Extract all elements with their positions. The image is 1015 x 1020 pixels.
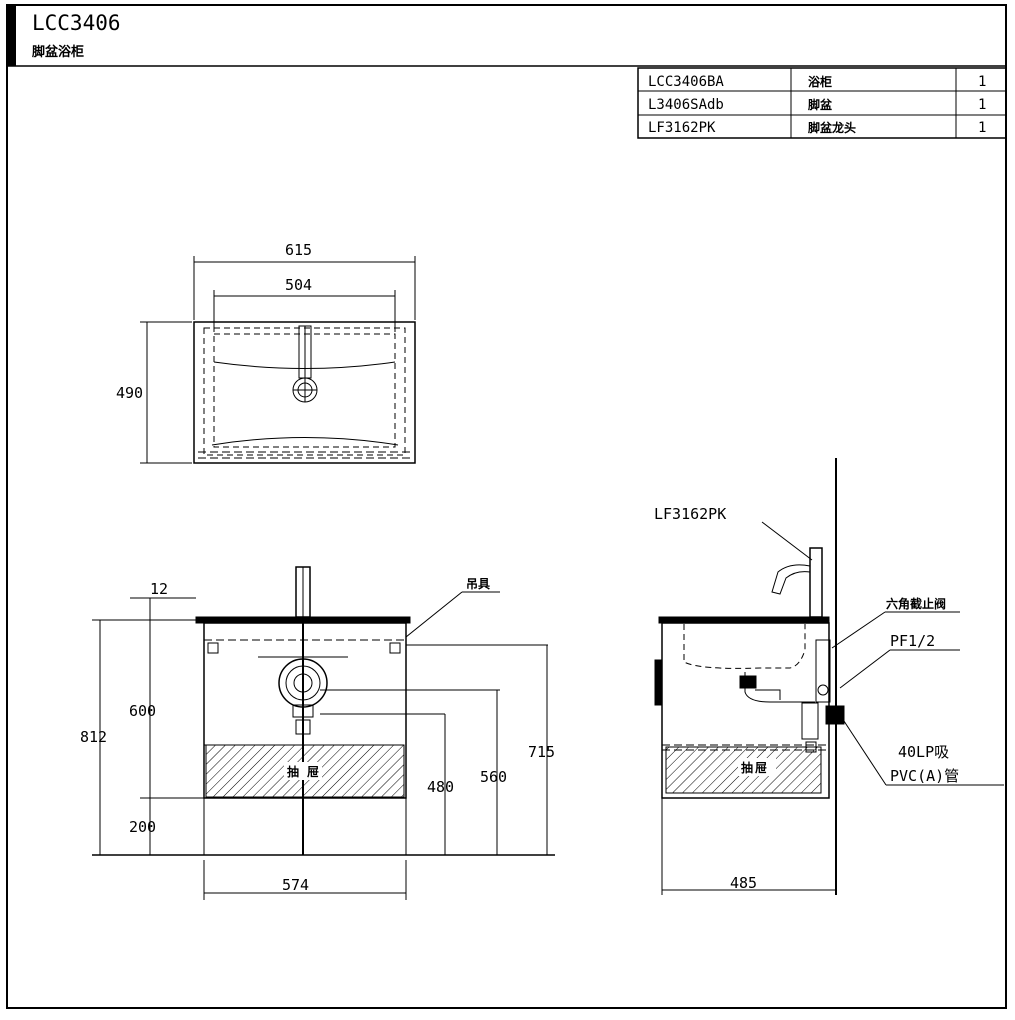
sheet-border: [6, 4, 1007, 1009]
faucet-code-label: LF3162PK: [654, 505, 726, 523]
side-view: [654, 458, 1004, 895]
parts-row-code: LCC3406BA: [648, 74, 724, 90]
valve-label: 六角截止阀: [886, 596, 946, 611]
parts-row-name: 脚盆: [808, 97, 833, 112]
parts-row-name: 脚盆龙头: [808, 120, 856, 135]
parts-row-qty: 1: [978, 97, 986, 113]
dim-inlet-height: 560: [480, 768, 507, 786]
thread-label: PF1/2: [890, 632, 935, 650]
top-view: [140, 256, 416, 464]
parts-row-qty: 1: [978, 120, 986, 136]
parts-row-code: L3406SAdb: [648, 97, 724, 113]
front-view: [92, 566, 555, 900]
pipe-label-2: PVC(A)管: [890, 767, 959, 785]
dim-front-width: 574: [282, 876, 309, 894]
dim-total-height: 812: [80, 728, 107, 746]
dim-side-depth: 485: [730, 874, 757, 892]
dim-top-width-inner: 504: [285, 276, 312, 294]
dim-top-width-outer: 615: [285, 241, 312, 259]
drawer-label-front: 抽屉: [287, 764, 327, 779]
dim-cabinet-height: 600: [129, 702, 156, 720]
dim-drain-height: 480: [427, 778, 454, 796]
parts-row-name: 浴柜: [808, 74, 832, 89]
drawer-label-side: 抽屉: [741, 760, 769, 775]
model-subtitle: 脚盆浴柜: [32, 44, 84, 60]
header-bar: [7, 5, 16, 66]
parts-row-code: LF3162PK: [648, 120, 716, 136]
dim-top-height: 715: [528, 743, 555, 761]
dim-top-depth: 490: [116, 384, 143, 402]
parts-row-qty: 1: [978, 74, 986, 90]
dim-counter-thickness: 12: [150, 580, 168, 598]
mount-label: 吊具: [466, 577, 490, 591]
dim-leg-height: 200: [129, 818, 156, 836]
model-title: LCC3406: [32, 11, 121, 35]
pipe-label-1: 40LP吸: [898, 743, 949, 761]
parts-table: [637, 67, 1007, 139]
